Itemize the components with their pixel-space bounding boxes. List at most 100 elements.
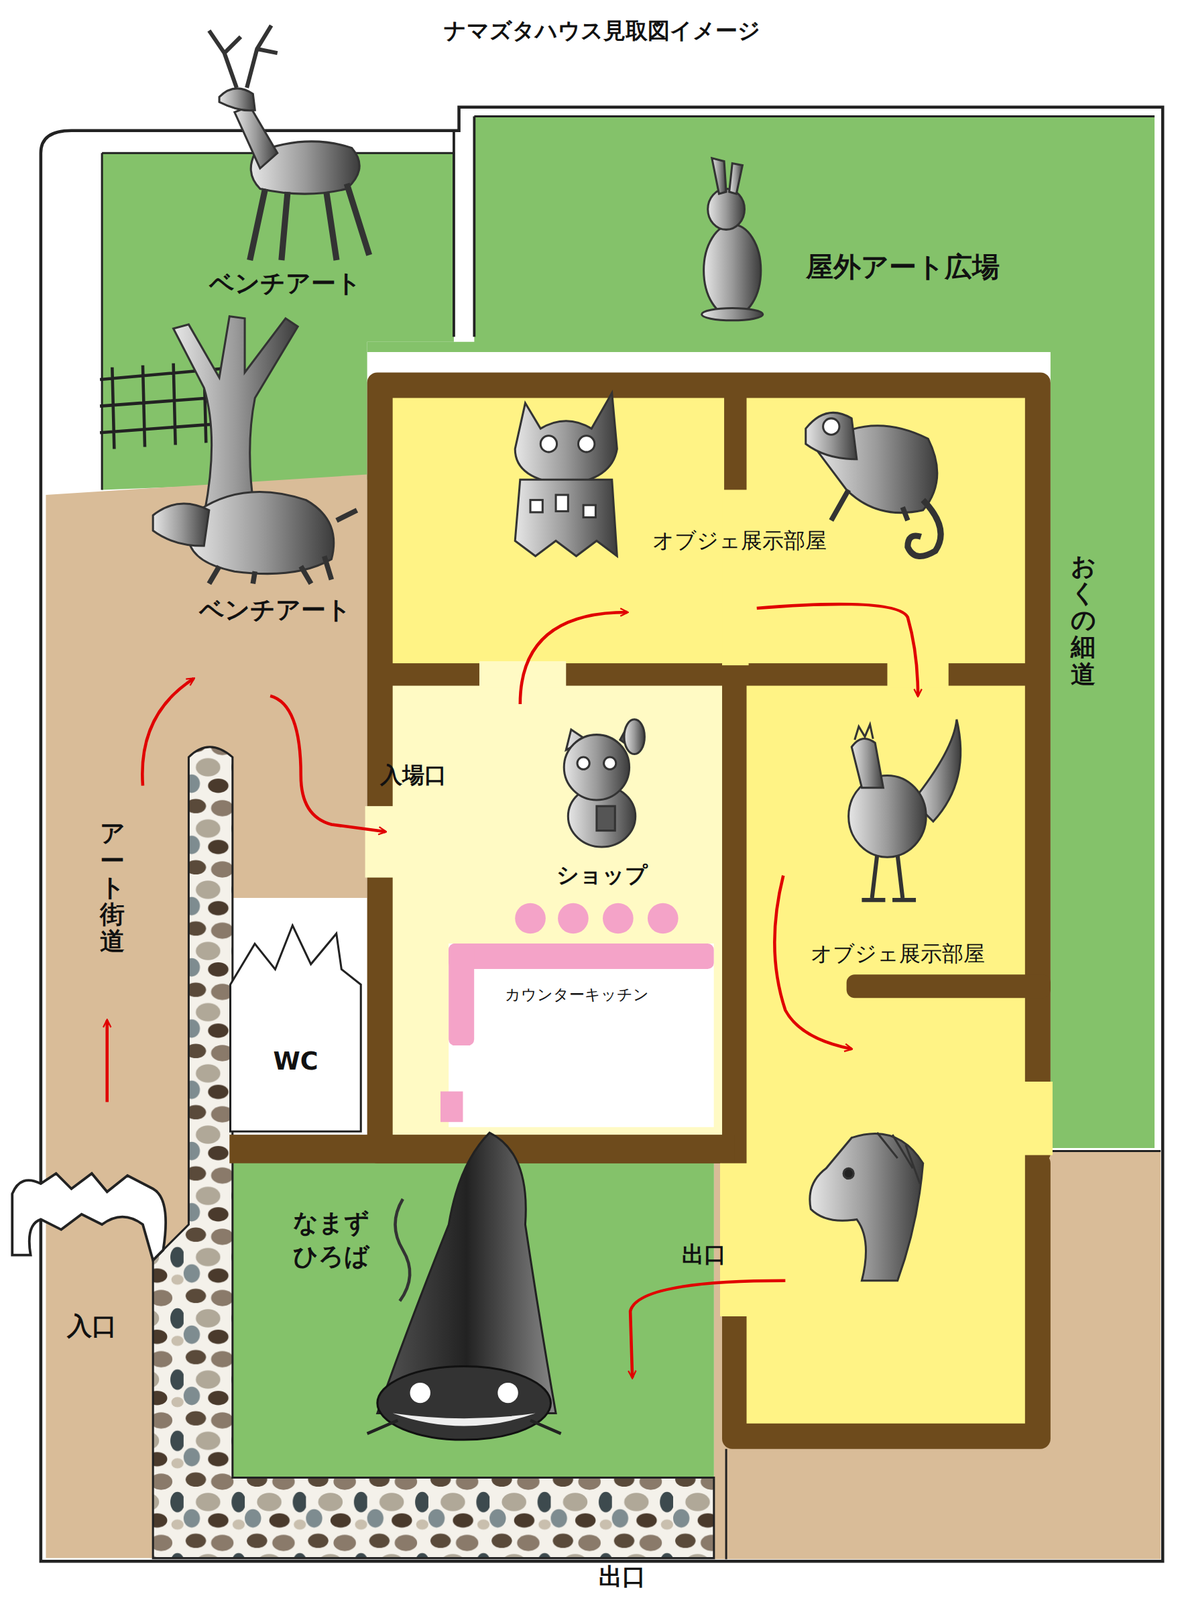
area-label: ベンチアート <box>199 595 352 625</box>
rooster-sculpture-part <box>848 775 927 857</box>
catfish-sculpture-part <box>367 1420 562 1434</box>
entrance-label: 入場口 <box>380 761 447 789</box>
horse-head-sculpture-part <box>843 1167 854 1178</box>
rooster-sculpture <box>848 719 961 900</box>
maneki-neko-sculpture-part <box>604 756 617 770</box>
toilet-box-text: WC <box>273 1046 319 1076</box>
building-part <box>746 685 1026 1424</box>
maneki-neko-sculpture-part <box>577 756 590 770</box>
site-ground-part <box>12 1173 166 1260</box>
kitchen-counter-outline <box>448 943 715 1128</box>
chameleon-sculpture-part <box>805 412 857 459</box>
flow-arrows-part <box>270 695 386 832</box>
rooster-sculpture-part <box>861 854 916 900</box>
counter-stools-part <box>602 903 634 934</box>
area-label: 屋外アート広場 <box>805 250 1000 284</box>
maneki-neko-sculpture-part <box>563 734 629 800</box>
horse-head-sculpture <box>809 1132 924 1281</box>
flow-arrows-part <box>630 1280 786 1378</box>
path-label: おくの細道 <box>1070 553 1096 688</box>
cat-sculpture-part <box>530 500 543 513</box>
counter-stools <box>514 903 678 934</box>
catfish-sculpture <box>367 1132 562 1440</box>
kitchen-counter: カウンターキッチン <box>440 943 715 1128</box>
flow-arrows-part <box>142 678 194 786</box>
catfish-sculpture-part <box>410 1382 431 1403</box>
tree-sculpture-part <box>173 316 299 516</box>
deer-sculpture-part <box>209 25 278 88</box>
rooster-sculpture-part <box>854 724 873 740</box>
rabbit-sculpture-part <box>708 189 745 230</box>
flow-arrows-part <box>756 604 918 696</box>
chameleon-sculpture-part <box>831 489 908 521</box>
kitchen-counter-outline <box>448 943 715 969</box>
flow-arrows <box>107 604 918 1378</box>
room-label: ショップ <box>556 861 648 889</box>
toilet-box-shape <box>229 923 363 1133</box>
area-label: ベンチアート <box>209 268 362 299</box>
rooster-sculpture-part <box>851 738 883 788</box>
counter-stools-part <box>557 903 589 934</box>
deer-sculpture <box>209 25 370 261</box>
catfish-sculpture-part <box>377 1366 552 1441</box>
room-label: オブジェ展示部屋 <box>652 527 827 554</box>
rabbit-sculpture-part <box>701 308 763 321</box>
counter-stools-part <box>647 903 679 934</box>
map-title: ナマズタハウス見取図イメージ <box>443 17 761 45</box>
kitchen-counter-shape <box>440 943 715 1128</box>
area-label: なまず ひろば <box>290 1206 372 1273</box>
exit-label: 出口 <box>598 1562 646 1592</box>
kitchen-counter-outline <box>440 1091 463 1123</box>
rabbit-sculpture-part <box>712 158 727 194</box>
site-ground-part <box>453 115 475 337</box>
toilet-box-outline <box>230 925 362 1132</box>
maneki-neko-sculpture <box>563 719 645 847</box>
path-label: アート街道 <box>99 819 125 955</box>
cat-sculpture-part <box>514 392 617 485</box>
building-part <box>722 489 749 666</box>
kitchen-counter-outline <box>448 943 475 1046</box>
catfish-sculpture-part <box>394 1198 410 1301</box>
room-label: オブジェ展示部屋 <box>810 940 985 967</box>
cat-sculpture-part <box>514 479 617 556</box>
building-part <box>392 685 723 1136</box>
flow-arrows-part <box>520 612 628 704</box>
kitchen-counter-text: カウンターキッチン <box>504 984 650 1006</box>
rabbit-sculpture-part <box>729 162 743 194</box>
exit-label: 出口 <box>681 1241 727 1268</box>
maneki-neko-sculpture-part <box>624 719 645 755</box>
site-ground-part <box>40 107 1163 1561</box>
cat-sculpture-part <box>540 435 557 452</box>
boar-sculpture-part <box>209 510 358 584</box>
deer-sculpture-part <box>234 105 278 169</box>
building <box>229 372 1053 1449</box>
catfish-sculpture-part <box>392 1413 536 1427</box>
toilet-box: WC <box>229 923 363 1133</box>
cat-sculpture-part <box>578 435 595 452</box>
chameleon-sculpture-part <box>907 500 941 557</box>
cat-sculpture-part <box>555 494 568 511</box>
boar-sculpture <box>152 491 357 584</box>
rabbit-sculpture-part <box>703 224 761 317</box>
catfish-sculpture-part <box>497 1382 518 1403</box>
deer-sculpture-part <box>219 88 255 111</box>
flow-arrows-part <box>105 1020 109 1103</box>
building-part <box>1023 1081 1053 1156</box>
horse-head-sculpture-part <box>876 1132 920 1184</box>
chameleon-sculpture-part <box>823 418 840 435</box>
entrance-label: 入口 <box>67 1311 117 1341</box>
building-part <box>720 1163 749 1317</box>
counter-stools-part <box>514 903 546 934</box>
cat-sculpture <box>514 392 617 556</box>
maneki-neko-sculpture-part <box>596 805 615 831</box>
deer-sculpture-part <box>250 183 370 261</box>
boar-sculpture-part <box>188 491 334 574</box>
rabbit-sculpture <box>701 158 763 321</box>
cat-sculpture-part <box>583 504 596 517</box>
tree-sculpture <box>99 316 298 516</box>
building-part <box>846 974 1051 998</box>
